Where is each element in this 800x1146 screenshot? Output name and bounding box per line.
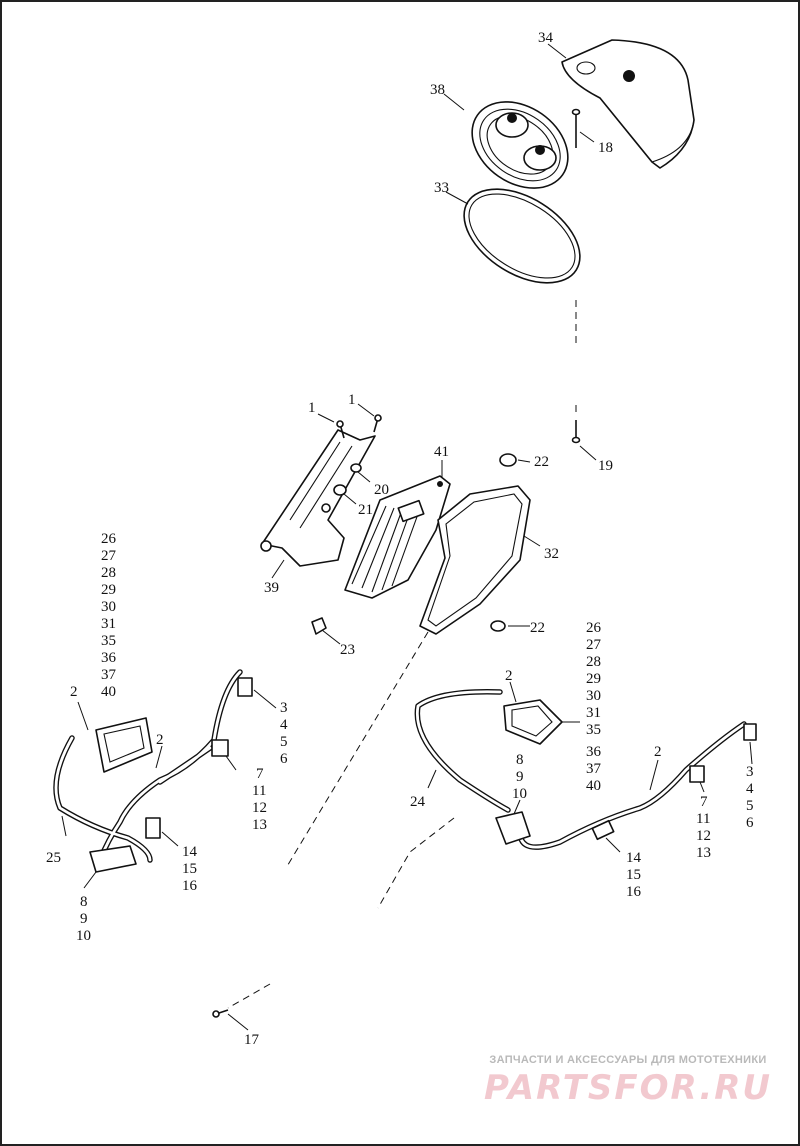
callout-38: 38: [430, 82, 445, 98]
left-callout-7-13: 12: [252, 800, 267, 816]
left-callout-14-16: 15: [182, 861, 197, 877]
plug-22-top-part: [499, 453, 517, 467]
callout-17: 17: [244, 1032, 260, 1048]
left-module-callout: 31: [101, 616, 116, 632]
right-callout-8-10: 10: [512, 786, 527, 802]
left-callout-3-6: 6: [280, 751, 288, 767]
callout-34: 34: [538, 30, 554, 46]
right-callout-3-6: 4: [746, 781, 754, 797]
right-callout-2a: 2: [505, 668, 513, 684]
left-callout-8-10: 8: [80, 894, 88, 910]
right-callout-14-16: 14: [626, 850, 642, 866]
right-callout-7-13: 12: [696, 828, 711, 844]
callout-18: 18: [598, 140, 613, 156]
callout-22-bottom: 22: [530, 620, 545, 636]
left-callout-7-13: 13: [252, 817, 267, 833]
callout-32: 32: [544, 546, 559, 562]
right-module-callout: 27: [586, 637, 602, 653]
right-callout-3-6: 5: [746, 798, 754, 814]
left-module-callout: 27: [101, 548, 117, 564]
right-callout-24: 24: [410, 794, 426, 810]
screw-1-part: [336, 414, 382, 439]
left-callout-8-10: 10: [76, 928, 91, 944]
left-module-callout: 37: [101, 667, 117, 683]
left-callout-8-10: 9: [80, 911, 88, 927]
left-callout-7-13: 7: [256, 766, 264, 782]
right-callout-8-10: 8: [516, 752, 524, 768]
right-wiring-harness-part: [414, 689, 757, 850]
washer-20-part: [350, 463, 362, 473]
right-module-callout: 29: [586, 671, 601, 687]
left-callout-14-16: 16: [182, 878, 198, 894]
callout-21: 21: [358, 502, 373, 518]
right-callout-35: 35: [586, 722, 601, 738]
left-module-callout: 40: [101, 684, 116, 700]
right-module-callout: 26: [586, 620, 602, 636]
speaker-part: [471, 101, 569, 189]
right-callout-2b: 2: [654, 744, 662, 760]
left-callout-2a: 2: [70, 684, 78, 700]
left-module-callout: 35: [101, 633, 116, 649]
callout-1-left: 1: [308, 400, 316, 416]
speaker-gasket-part: [463, 188, 581, 284]
amplifier-gasket-part: [419, 485, 531, 635]
right-callout-8-10: 9: [516, 769, 524, 785]
right-module-callout: 36: [586, 744, 602, 760]
right-callout-7-13: 11: [696, 811, 710, 827]
amplifier-part: [344, 475, 451, 599]
nut-21-part: [333, 484, 347, 496]
right-module-callout: 31: [586, 705, 601, 721]
right-module-callout: 40: [586, 778, 601, 794]
plug-22-bottom-part: [490, 620, 506, 632]
callout-33: 33: [434, 180, 449, 196]
right-callout-14-16: 15: [626, 867, 641, 883]
left-module-callout: 36: [101, 650, 117, 666]
left-callout-7-13: 11: [252, 783, 266, 799]
left-module-callout: 30: [101, 599, 116, 615]
left-module-callout: 29: [101, 582, 116, 598]
callout-22-top: 22: [534, 454, 549, 470]
left-callout-2b: 2: [156, 732, 164, 748]
callout-labels: 34 38 18 33 19 1 1 20 21 41 22 32 39 22 …: [46, 30, 754, 1048]
left-callout-3-6: 3: [280, 700, 288, 716]
right-callout-3-6: 6: [746, 815, 754, 831]
callout-19: 19: [598, 458, 613, 474]
left-callout-14-16: 14: [182, 844, 198, 860]
speaker-grille-part: [561, 39, 695, 169]
right-module-callout: 30: [586, 688, 601, 704]
right-callout-7-13: 13: [696, 845, 711, 861]
right-callout-7-13: 7: [700, 794, 708, 810]
leader-lines: [61, 43, 753, 1031]
watermark-brand-logo: PARTSFOR.RU: [483, 1068, 773, 1108]
left-callout-3-6: 5: [280, 734, 288, 750]
left-callout-25: 25: [46, 850, 61, 866]
left-module-callout: 28: [101, 565, 116, 581]
right-module-callout: 37: [586, 761, 602, 777]
right-callout-14-16: 16: [626, 884, 642, 900]
callout-23: 23: [340, 642, 355, 658]
callout-39: 39: [264, 580, 279, 596]
screw-19-part: [571, 420, 581, 444]
callout-20: 20: [374, 482, 389, 498]
screw-18-part: [571, 108, 581, 148]
left-module-callout: 26: [101, 531, 117, 547]
watermark: ЗАПЧАСТИ И АКСЕССУАРЫ ДЛЯ МОТОТЕХНИКИ PA…: [478, 1054, 778, 1108]
watermark-tagline: ЗАПЧАСТИ И АКСЕССУАРЫ ДЛЯ МОТОТЕХНИКИ: [489, 1054, 767, 1066]
right-module-callout: 28: [586, 654, 601, 670]
screw-17-part: [212, 1009, 229, 1018]
left-callout-3-6: 4: [280, 717, 288, 733]
left-wiring-harness-part: [53, 669, 253, 873]
callout-41: 41: [434, 444, 449, 460]
right-callout-3-6: 3: [746, 764, 754, 780]
callout-1-right: 1: [348, 392, 356, 408]
mounting-bracket-part: [260, 429, 376, 567]
